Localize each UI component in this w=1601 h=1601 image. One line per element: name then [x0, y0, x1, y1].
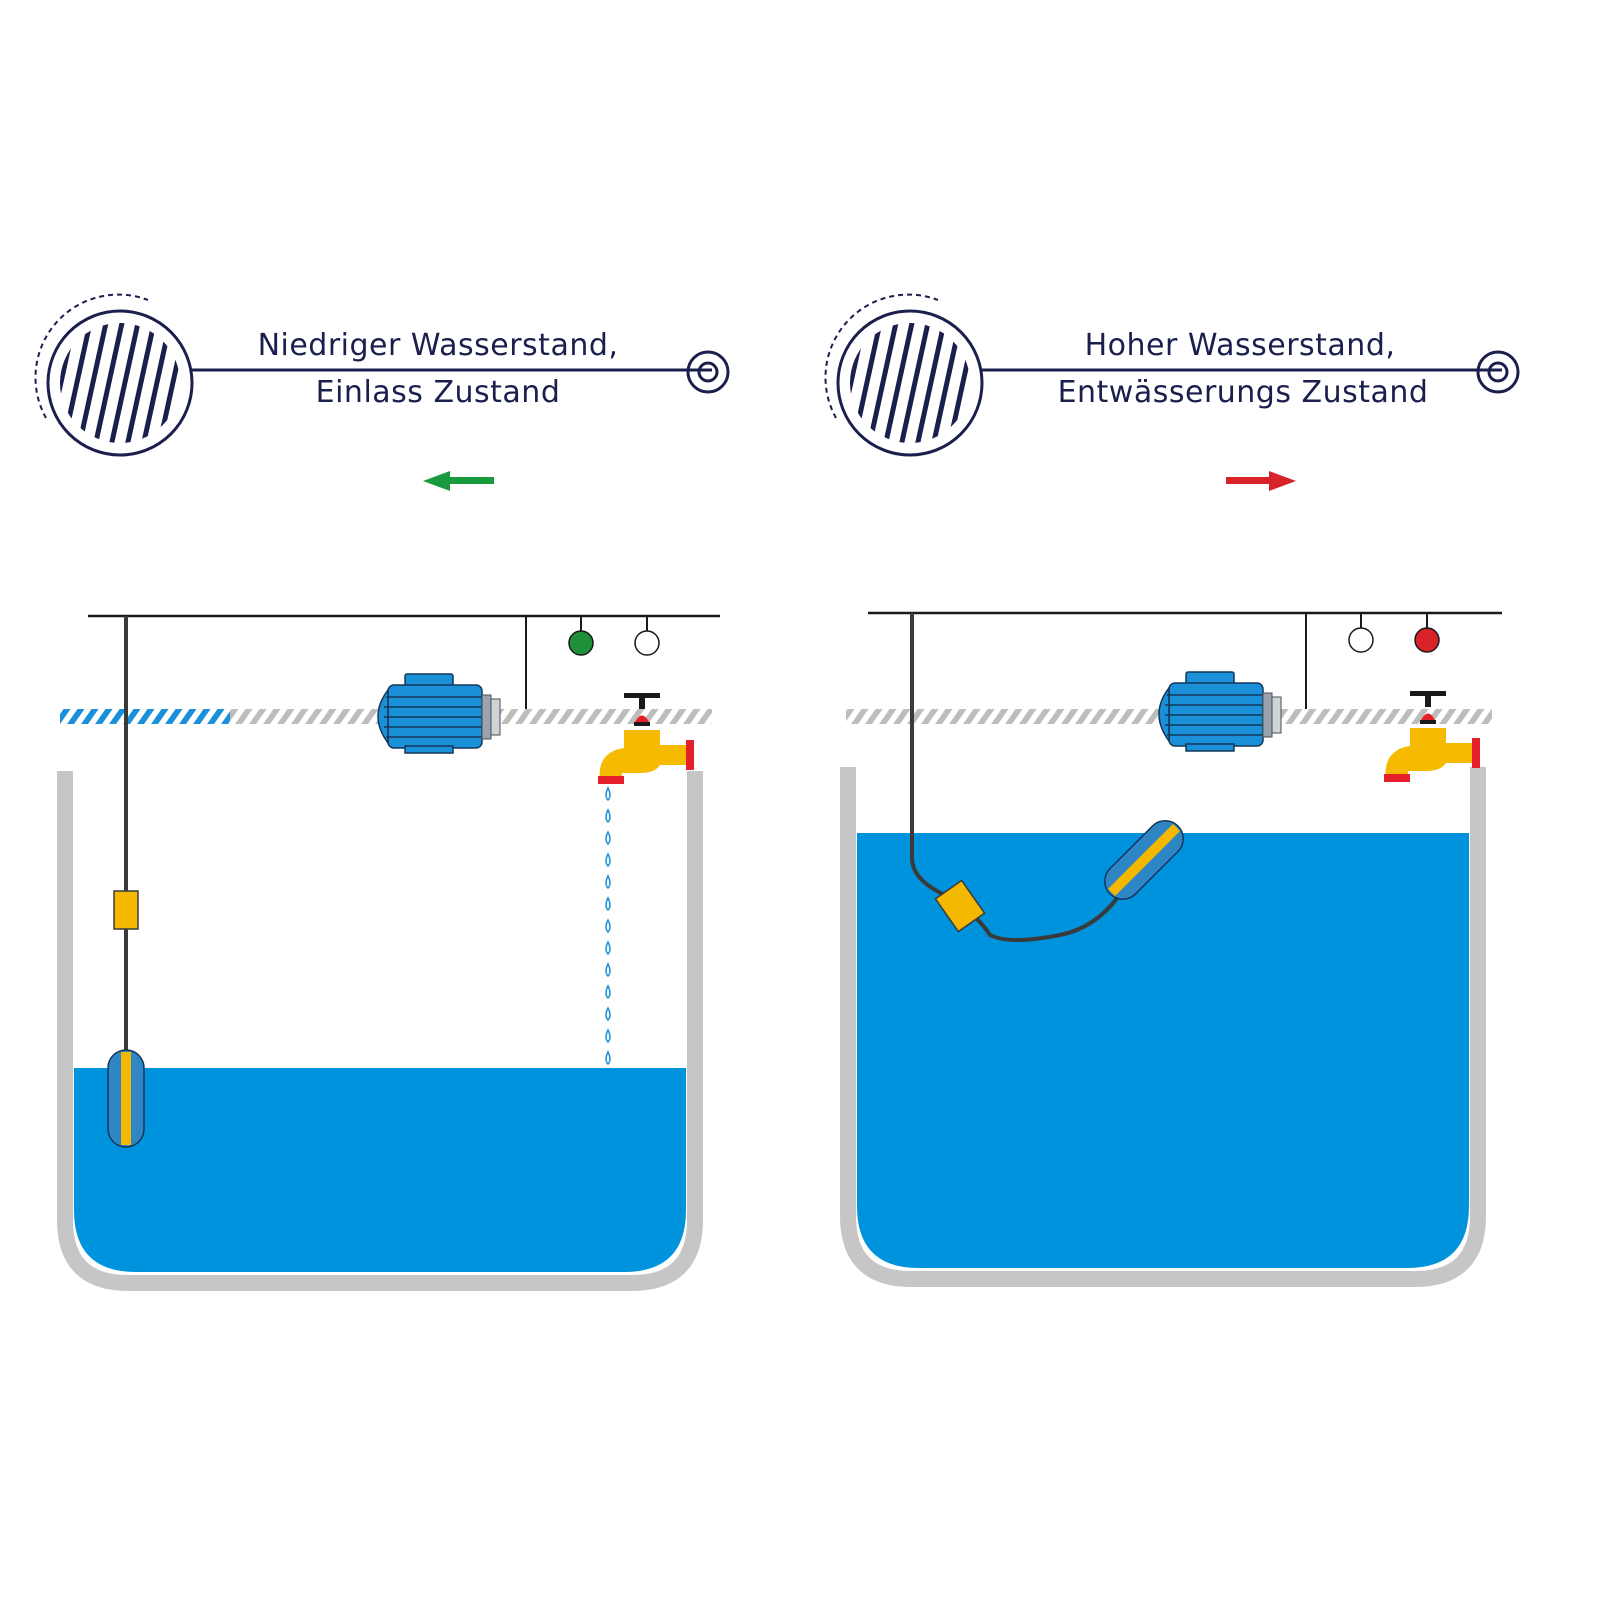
water-body [857, 833, 1469, 1268]
indicator-lamp-green [568, 630, 594, 656]
drain-arrow-icon [1226, 471, 1296, 491]
pump-motor-icon [377, 673, 501, 754]
water-tap-icon [598, 693, 694, 784]
water-tank [840, 767, 1486, 1287]
header-end-ring-icon [686, 350, 730, 394]
inlet-arrow-icon [423, 471, 494, 491]
header-end-ring-icon [1476, 350, 1520, 394]
header-emblem-icon [824, 293, 984, 457]
panel-title-line1: Niedriger Wasserstand, [258, 328, 619, 363]
water-droplets [605, 786, 611, 1066]
header-emblem-icon [34, 293, 194, 457]
pump-motor-icon [1158, 671, 1282, 752]
indicator-lamp-off [634, 630, 660, 656]
inlet-pipe-active [60, 709, 230, 724]
water-tank [57, 771, 703, 1291]
water-tap-icon [1384, 691, 1480, 782]
panel-title-line2: Entwässerungs Zustand [1058, 375, 1429, 410]
indicator-lamp-red [1414, 627, 1440, 653]
cable-weight [113, 890, 139, 930]
panel-high-level: Hoher Wasserstand, Entwässerungs Zustand [824, 293, 1520, 1287]
float-switch-icon [1104, 820, 1184, 900]
panel-title-line1: Hoher Wasserstand, [1085, 328, 1396, 363]
float-switch-icon [107, 1049, 145, 1148]
panel-low-level: Niedriger Wasserstand, Einlass Zustand [34, 293, 730, 1291]
cable-weight [934, 879, 986, 933]
water-body [74, 1068, 686, 1272]
panel-title-line2: Einlass Zustand [316, 375, 561, 410]
float-cable [910, 613, 1120, 942]
indicator-lamp-off [1348, 627, 1374, 653]
